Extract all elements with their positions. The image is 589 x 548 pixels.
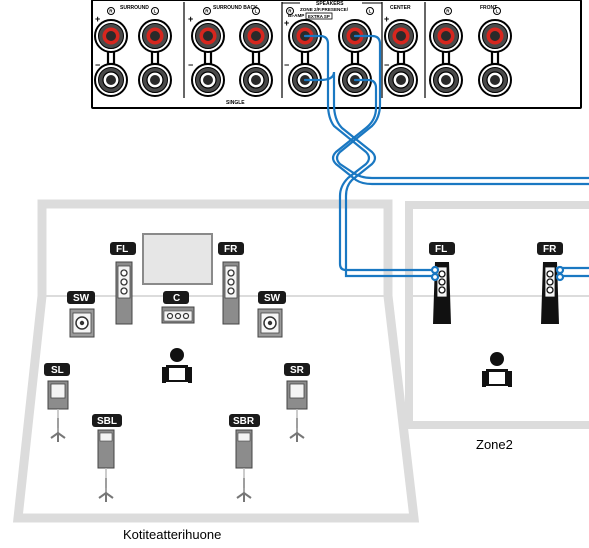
stand-icon — [50, 417, 66, 443]
svg-text:L: L — [154, 9, 157, 14]
single-label: SINGLE — [226, 100, 245, 106]
svg-text:SBR: SBR — [233, 416, 255, 427]
svg-text:SBL: SBL — [97, 416, 117, 427]
section-label-surround-back: SURROUND BACK — [213, 5, 258, 11]
tag-sw-left: SW — [67, 291, 95, 304]
svg-text:−: − — [188, 60, 193, 70]
stand-icon — [236, 477, 252, 503]
terminal-front-r-plus — [429, 19, 463, 53]
terminal-center-plus — [384, 19, 418, 53]
section-label-front: FRONT — [480, 5, 497, 11]
svg-text:−: − — [384, 60, 389, 70]
svg-text:+: + — [95, 14, 100, 24]
svg-text:FR: FR — [543, 244, 557, 255]
section-label-biamp: BI-AMP — [288, 13, 304, 18]
extra-sp-label: EXTRA SP — [308, 14, 330, 19]
tag-fr: FR — [218, 242, 244, 255]
svg-text:+: + — [188, 14, 193, 24]
speaker-surround-left — [47, 380, 69, 410]
svg-text:+: + — [284, 18, 289, 28]
stand-icon — [98, 477, 114, 503]
terminal-surround-back-l-minus — [239, 63, 273, 97]
speaker-center — [161, 306, 195, 324]
tv-screen — [142, 233, 213, 285]
tag-sbl: SBL — [92, 414, 122, 427]
speaker-front-right — [222, 261, 240, 325]
terminal-surround-r-minus — [94, 63, 128, 97]
svg-text:L: L — [369, 9, 372, 14]
svg-text:SR: SR — [290, 365, 305, 376]
speaker-front-left — [115, 261, 133, 325]
tag-sbr: SBR — [229, 414, 260, 427]
zone2-listener-icon — [482, 352, 512, 387]
section-label-zone2: ZONE 2/F.PRESENCE/ — [300, 7, 349, 12]
svg-text:R: R — [288, 9, 292, 14]
terminal-surround-r-plus — [94, 19, 128, 53]
channel-markers: R L R L R L R L — [107, 7, 501, 15]
svg-text:R: R — [446, 9, 450, 14]
tag-fl: FL — [110, 242, 136, 255]
tag-sr: SR — [284, 363, 310, 376]
svg-text:−: − — [95, 60, 100, 70]
svg-text:−: − — [284, 60, 289, 70]
speaker-cables — [303, 34, 589, 282]
zone2-tag-fl: FL — [429, 242, 455, 255]
svg-text:SW: SW — [73, 293, 90, 304]
tag-sw-right: SW — [258, 291, 286, 304]
svg-text:L: L — [496, 9, 499, 14]
svg-text:+: + — [384, 14, 389, 24]
zone2-tag-fr: FR — [537, 242, 563, 255]
svg-text:R: R — [205, 9, 209, 14]
terminal-front-r-minus — [429, 63, 463, 97]
svg-text:C: C — [173, 293, 180, 304]
room-label-zone2: Zone2 — [476, 437, 513, 452]
tag-sl: SL — [44, 363, 70, 376]
svg-text:FL: FL — [116, 244, 128, 255]
terminal-front-l-plus — [478, 19, 512, 53]
listener-icon — [162, 348, 192, 383]
svg-text:FR: FR — [224, 244, 238, 255]
terminal-surround-back-r-minus — [191, 63, 225, 97]
terminal-surround-l-plus — [138, 19, 172, 53]
terminal-surround-back-l-plus — [239, 19, 273, 53]
speaker-surround-right — [286, 380, 308, 410]
stand-icon — [289, 417, 305, 443]
svg-text:R: R — [109, 9, 113, 14]
home-theater-room: FL FR C SW SW SL SR SBL SBR — [12, 199, 420, 523]
terminal-center-minus — [384, 63, 418, 97]
svg-text:L: L — [255, 9, 258, 14]
receiver-terminal-panel: SURROUND SURROUND BACK SPEAKERS ZONE 2/F… — [91, 0, 582, 109]
svg-text:SL: SL — [51, 365, 64, 376]
terminal-front-l-minus — [478, 63, 512, 97]
room-label-home-theater: Kotiteatterihuone — [123, 527, 222, 542]
svg-text:FL: FL — [435, 244, 447, 255]
terminal-surround-back-r-plus — [191, 19, 225, 53]
speakers-header: SPEAKERS — [316, 1, 344, 7]
subwoofer-right — [257, 308, 283, 338]
subwoofer-left — [69, 308, 95, 338]
section-label-center: CENTER — [390, 5, 411, 11]
section-label-surround: SURROUND — [120, 5, 149, 11]
terminal-surround-l-minus — [138, 63, 172, 97]
zone2-room: FL FR — [405, 201, 589, 429]
tag-c: C — [163, 291, 189, 304]
speaker-surround-back-left — [97, 429, 115, 488]
svg-text:SW: SW — [264, 293, 281, 304]
